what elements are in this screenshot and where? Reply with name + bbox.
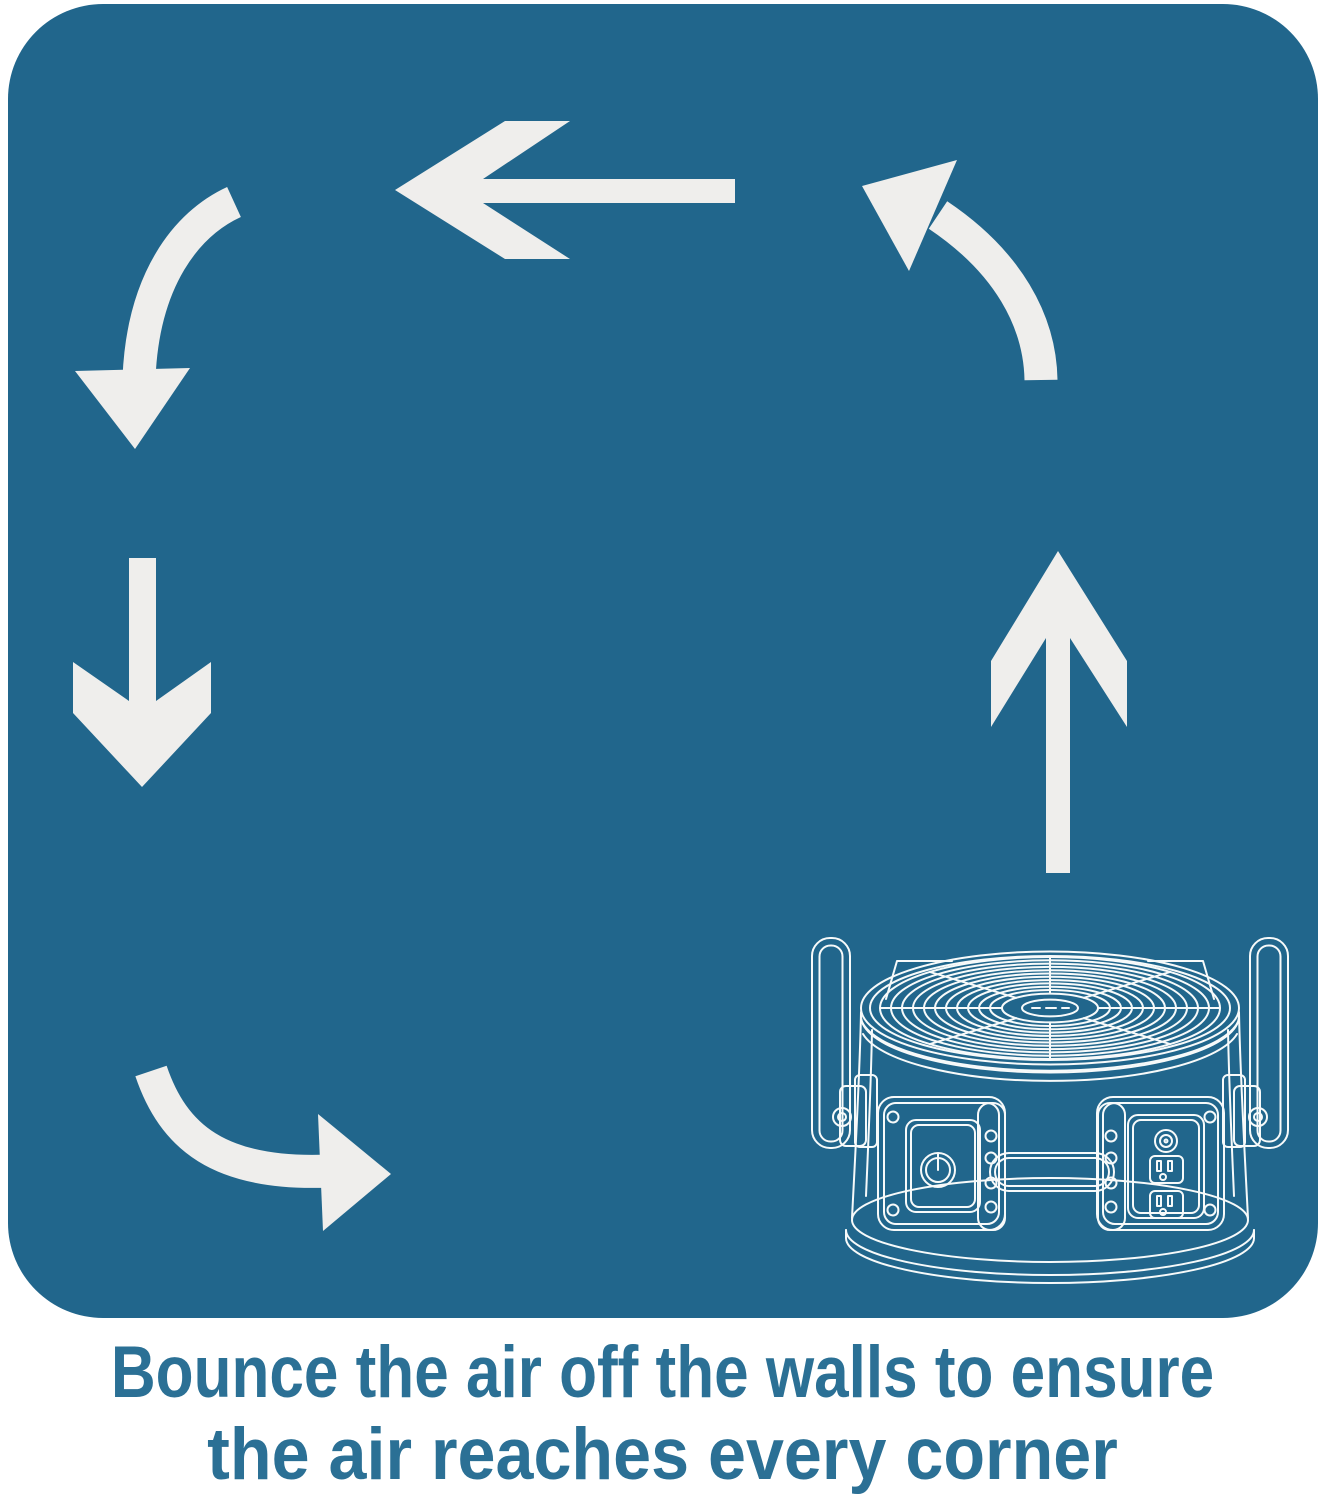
curved-up-left-arrow-icon: [862, 160, 1058, 381]
fan-body: [851, 1011, 1249, 1219]
fan-base: [845, 1177, 1255, 1284]
caption: Bounce the air off the walls to ensure t…: [99, 1332, 1225, 1496]
left-arrow-icon: [395, 121, 735, 259]
fan-illustration: [811, 937, 1289, 1284]
curved-right-arrow-icon: [135, 1065, 391, 1231]
up-arrow-icon: [991, 551, 1127, 873]
caption-line-2: the air reaches every corner: [207, 1414, 1118, 1495]
curved-down-arrow-icon: [75, 187, 242, 449]
fan-outlet-panel: [1096, 1096, 1225, 1231]
caption-line-1: Bounce the air off the walls to ensure: [110, 1332, 1215, 1413]
fan-right-handle: [1222, 937, 1289, 1149]
fan-back-plate: [885, 960, 1215, 1000]
fan-left-handle: [811, 937, 878, 1149]
fan-carry-handle: [989, 1152, 1115, 1192]
fan-grille: [860, 950, 1240, 1074]
down-arrow-icon: [73, 558, 211, 787]
